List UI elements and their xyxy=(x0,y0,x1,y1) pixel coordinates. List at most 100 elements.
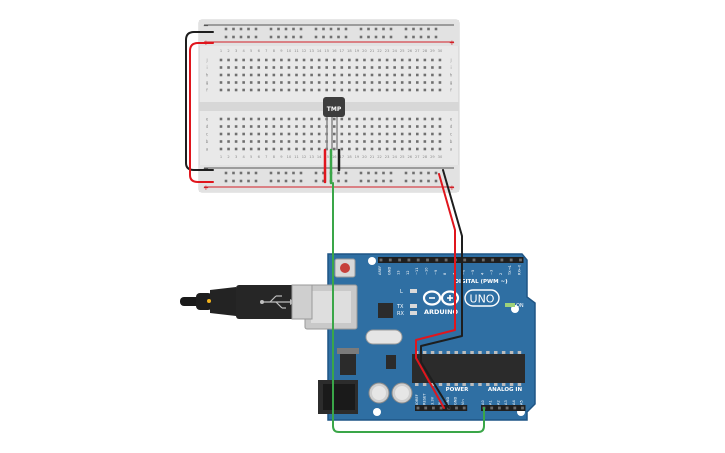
breadboard-hole[interactable] xyxy=(295,81,298,84)
header-pin[interactable] xyxy=(426,258,429,262)
breadboard-hole[interactable] xyxy=(423,81,427,84)
breadboard-hole[interactable] xyxy=(363,132,366,136)
breadboard-hole[interactable] xyxy=(287,140,291,143)
breadboard-hole[interactable] xyxy=(310,125,313,128)
breadboard-hole[interactable] xyxy=(438,58,442,62)
breadboard-hole[interactable] xyxy=(272,58,276,62)
breadboard-hole[interactable] xyxy=(340,117,344,121)
breadboard-hole[interactable] xyxy=(378,140,381,143)
breadboard-hole[interactable] xyxy=(280,88,283,92)
breadboard-hole[interactable] xyxy=(295,88,298,92)
breadboard-hole[interactable] xyxy=(393,73,396,77)
breadboard-hole[interactable] xyxy=(272,73,276,77)
rail-hole[interactable] xyxy=(284,27,288,31)
breadboard-hole[interactable] xyxy=(408,81,412,84)
arduino-uno-board[interactable]: L TX RX ON ARDUINO UNO DIGITAL (PWM ~) P… xyxy=(304,253,536,421)
breadboard-hole[interactable] xyxy=(408,147,412,151)
breadboard-hole[interactable] xyxy=(234,73,238,77)
breadboard-hole[interactable] xyxy=(265,132,268,136)
rail-hole[interactable] xyxy=(284,179,288,183)
breadboard-hole[interactable] xyxy=(234,66,238,69)
rail-hole[interactable] xyxy=(344,171,348,175)
breadboard-hole[interactable] xyxy=(257,147,261,151)
breadboard-hole[interactable] xyxy=(295,132,298,136)
breadboard-hole[interactable] xyxy=(355,117,359,121)
breadboard-hole[interactable] xyxy=(249,147,253,151)
breadboard-hole[interactable] xyxy=(302,73,306,77)
breadboard-hole[interactable] xyxy=(423,132,427,136)
breadboard-hole[interactable] xyxy=(332,125,336,128)
breadboard-hole[interactable] xyxy=(348,147,351,151)
rail-hole[interactable] xyxy=(224,179,228,183)
breadboard-hole[interactable] xyxy=(423,140,427,143)
breadboard-hole[interactable] xyxy=(257,125,261,128)
breadboard-hole[interactable] xyxy=(431,58,434,62)
breadboard-hole[interactable] xyxy=(302,66,306,69)
breadboard-hole[interactable] xyxy=(393,58,396,62)
breadboard-hole[interactable] xyxy=(416,81,419,84)
breadboard-hole[interactable] xyxy=(363,58,366,62)
breadboard-hole[interactable] xyxy=(431,140,434,143)
breadboard-hole[interactable] xyxy=(431,117,434,121)
breadboard-hole[interactable] xyxy=(227,125,230,128)
breadboard-hole[interactable] xyxy=(348,81,351,84)
breadboard-hole[interactable] xyxy=(265,88,268,92)
rail-hole[interactable] xyxy=(404,179,408,183)
rail-hole[interactable] xyxy=(277,179,280,183)
breadboard-hole[interactable] xyxy=(234,117,238,121)
breadboard-hole[interactable] xyxy=(332,140,336,143)
header-pin[interactable] xyxy=(472,258,476,262)
header-pin[interactable] xyxy=(455,406,458,410)
breadboard-hole[interactable] xyxy=(227,58,230,62)
breadboard-hole[interactable] xyxy=(317,58,321,62)
breadboard-hole[interactable] xyxy=(355,125,359,128)
rail-hole[interactable] xyxy=(367,35,370,39)
breadboard-hole[interactable] xyxy=(340,88,344,92)
breadboard-hole[interactable] xyxy=(317,81,321,84)
rail-hole[interactable] xyxy=(427,171,430,175)
breadboard-hole[interactable] xyxy=(287,81,291,84)
header-pin[interactable] xyxy=(505,406,509,410)
header-pin[interactable] xyxy=(435,258,439,262)
breadboard-hole[interactable] xyxy=(355,88,359,92)
breadboard-hole[interactable] xyxy=(408,66,412,69)
rail-hole[interactable] xyxy=(389,179,393,183)
breadboard-hole[interactable] xyxy=(287,132,291,136)
rail-hole[interactable] xyxy=(367,171,370,175)
breadboard-hole[interactable] xyxy=(400,81,404,84)
breadboard-hole[interactable] xyxy=(272,132,276,136)
breadboard-hole[interactable] xyxy=(219,66,223,69)
breadboard-hole[interactable] xyxy=(370,132,374,136)
header-pin[interactable] xyxy=(398,258,401,262)
breadboard-hole[interactable] xyxy=(355,73,359,77)
header-pin[interactable] xyxy=(388,258,392,262)
header-pin[interactable] xyxy=(500,258,504,262)
breadboard-hole[interactable] xyxy=(219,140,223,143)
header-pin[interactable] xyxy=(491,258,494,262)
rail-hole[interactable] xyxy=(284,35,288,39)
breadboard-hole[interactable] xyxy=(370,58,374,62)
rail-hole[interactable] xyxy=(277,27,280,31)
rail-hole[interactable] xyxy=(389,171,393,175)
rail-hole[interactable] xyxy=(434,171,438,175)
rail-hole[interactable] xyxy=(292,35,295,39)
rail-hole[interactable] xyxy=(277,35,280,39)
rail-hole[interactable] xyxy=(232,35,235,39)
breadboard-hole[interactable] xyxy=(408,132,412,136)
breadboard-hole[interactable] xyxy=(219,88,223,92)
breadboard-hole[interactable] xyxy=(234,58,238,62)
rail-hole[interactable] xyxy=(382,35,385,39)
breadboard-hole[interactable] xyxy=(265,117,268,121)
breadboard-hole[interactable] xyxy=(234,147,238,151)
rail-hole[interactable] xyxy=(337,35,340,39)
breadboard-hole[interactable] xyxy=(385,73,389,77)
breadboard-hole[interactable] xyxy=(257,140,261,143)
breadboard-hole[interactable] xyxy=(408,125,412,128)
breadboard-hole[interactable] xyxy=(416,147,419,151)
breadboard-hole[interactable] xyxy=(400,58,404,62)
rail-hole[interactable] xyxy=(427,27,430,31)
breadboard-hole[interactable] xyxy=(317,73,321,77)
breadboard-hole[interactable] xyxy=(332,58,336,62)
rail-hole[interactable] xyxy=(337,171,340,175)
